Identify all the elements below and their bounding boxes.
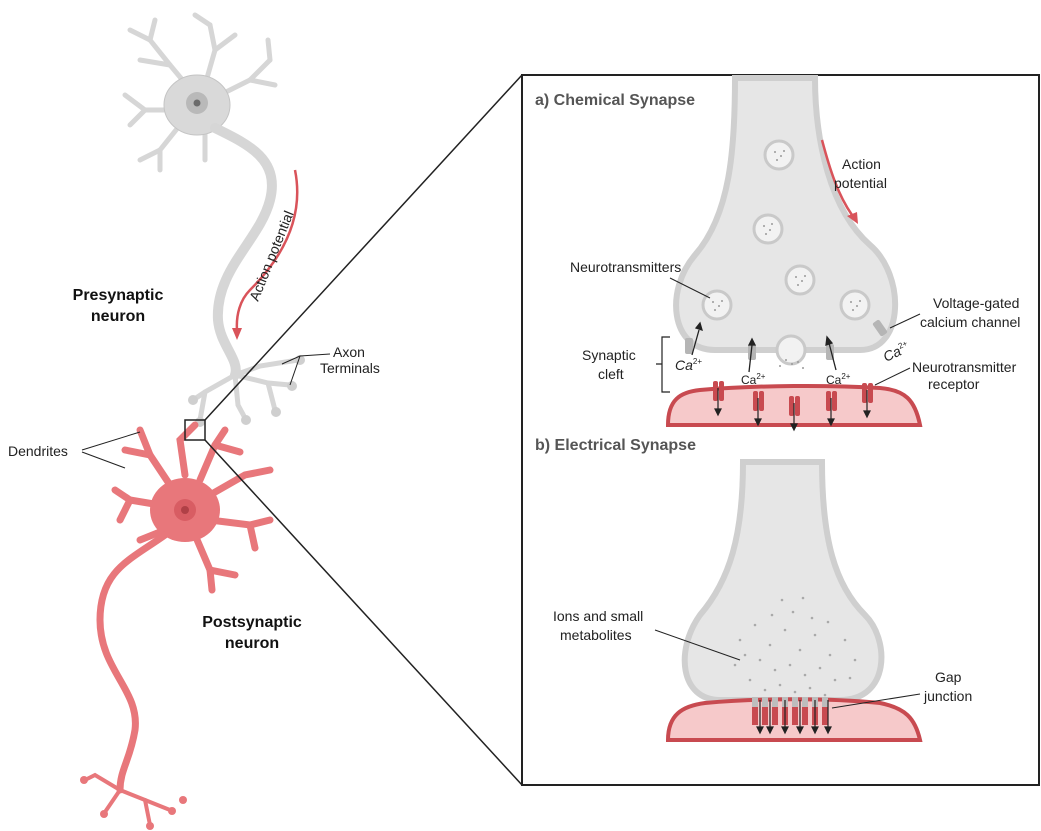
- chemical-action-potential-label-1: Action: [842, 156, 881, 172]
- vgcc-label-2: calcium channel: [920, 314, 1020, 330]
- electrical-synapse-title: b) Electrical Synapse: [535, 437, 696, 454]
- postsynaptic-label-2: neuron: [225, 635, 279, 652]
- chemical-action-potential-label-2: potential: [834, 175, 887, 191]
- synaptic-cleft-label-2: cleft: [598, 366, 624, 382]
- dendrites-label: Dendrites: [8, 443, 68, 459]
- axon-terminals-label-1: Axon: [333, 344, 365, 360]
- ions-label-2: metabolites: [560, 627, 632, 643]
- axon-terminals-label-2: Terminals: [320, 360, 380, 376]
- presynaptic-label-1: Presynaptic: [73, 287, 164, 304]
- action-potential-label: Action potential: [246, 208, 297, 303]
- presynaptic-label-2: neuron: [91, 308, 145, 325]
- vgcc-label-1: Voltage-gated: [933, 295, 1019, 311]
- synaptic-cleft-label-1: Synaptic: [582, 347, 636, 363]
- dendrites-leader-1: [82, 432, 140, 450]
- ions-label-1: Ions and small: [553, 608, 643, 624]
- neurotransmitters-label: Neurotransmitters: [570, 259, 681, 275]
- zoom-line-bottom: [205, 440, 522, 785]
- nt-receptor-label-2: receptor: [928, 376, 980, 392]
- gap-junction-label-2: junction: [923, 688, 972, 704]
- nt-receptor-label-1: Neurotransmitter: [912, 359, 1017, 375]
- gap-junction-label-1: Gap: [935, 669, 962, 685]
- postsynaptic-label-1: Postsynaptic: [202, 614, 302, 631]
- action-potential-arrowhead: [232, 328, 242, 340]
- dendrites-leader-2: [82, 452, 125, 468]
- chemical-synapse-title: a) Chemical Synapse: [535, 92, 695, 109]
